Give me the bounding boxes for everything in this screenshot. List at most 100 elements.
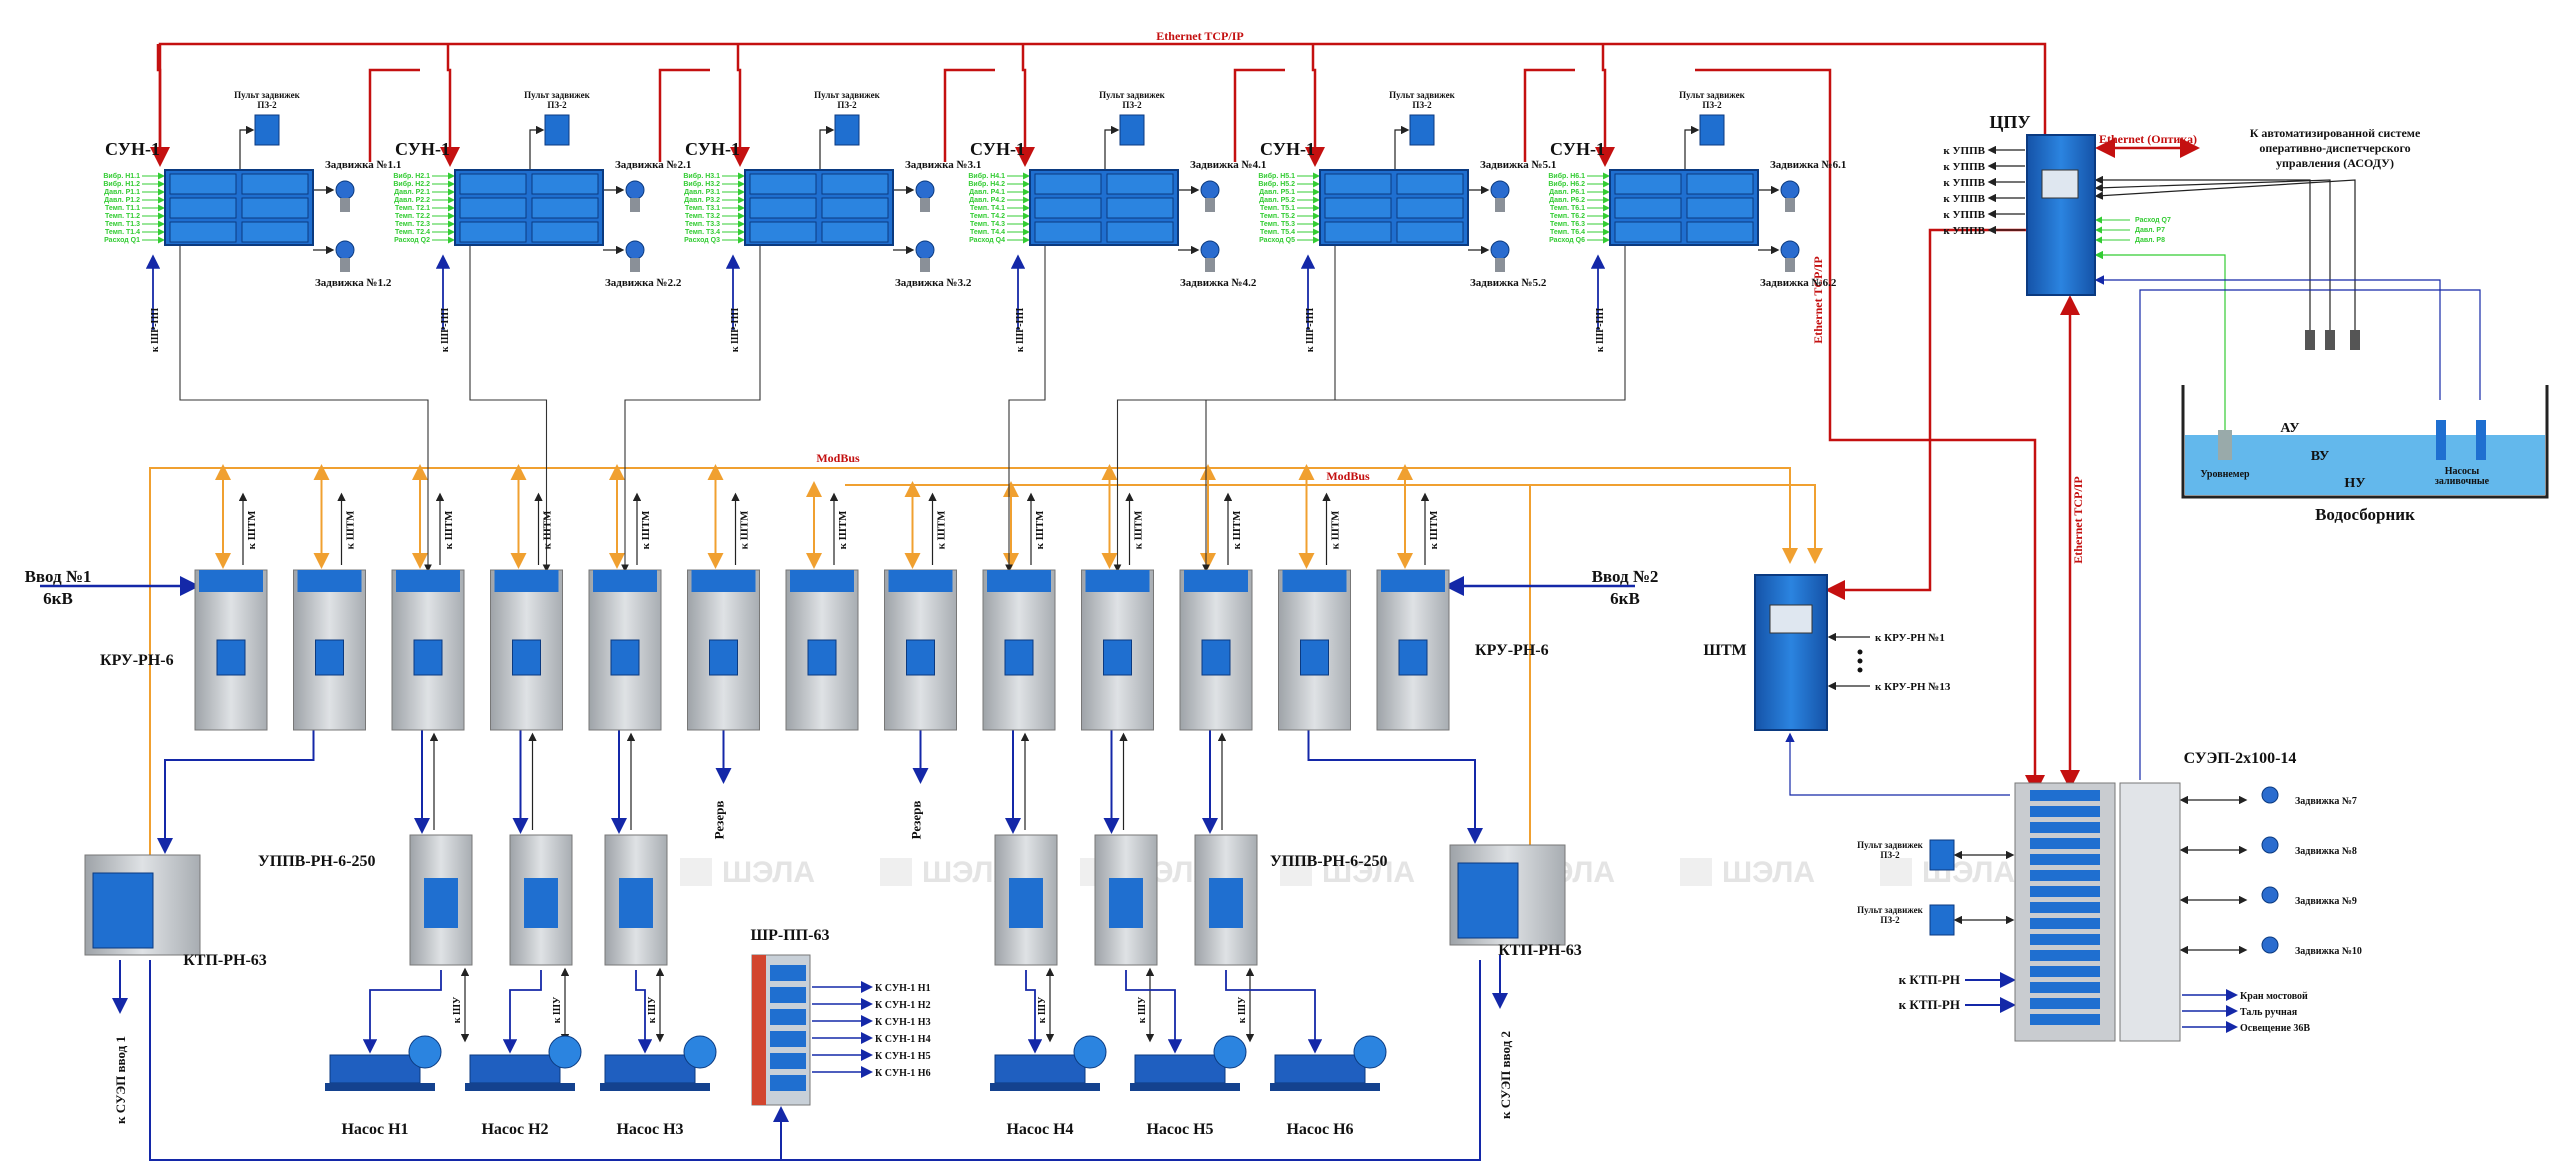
valve-body bbox=[1495, 258, 1505, 272]
remote-link bbox=[239, 125, 255, 170]
valve-bottom-label-6: Задвижка №6.2 bbox=[1760, 277, 1837, 289]
uppv-pump-power-4 bbox=[1025, 970, 1043, 1054]
suep-module bbox=[2030, 934, 2100, 945]
valve-bottom-label-2: Задвижка №2.2 bbox=[605, 277, 682, 289]
kru-cabinet-10 bbox=[1081, 569, 1154, 731]
sun-module bbox=[169, 173, 237, 195]
pump-label-6: Насос Н6 bbox=[1286, 1121, 1353, 1138]
sun-module bbox=[1324, 173, 1392, 195]
suep-remote-label-1: Пульт задвижек bbox=[1857, 840, 1924, 850]
cpu-suep-wire bbox=[2139, 289, 2481, 780]
sun-cabinet-1 bbox=[164, 114, 314, 246]
valve-1-2 bbox=[335, 240, 355, 272]
modbus-label-2: ModBus bbox=[1326, 469, 1370, 483]
watermark-logo-6 bbox=[1680, 858, 1712, 886]
kru-panel bbox=[593, 570, 657, 592]
ethernet-right-label: Ethernet TCP/IP bbox=[2071, 476, 2085, 563]
sun-module bbox=[1106, 173, 1174, 195]
suep-module bbox=[2030, 870, 2100, 881]
shtm-dots-2 bbox=[1857, 658, 1863, 664]
valve-body bbox=[1785, 258, 1795, 272]
kru-to-shtm-6: к ШТМ bbox=[739, 510, 751, 549]
equipment-layer bbox=[84, 114, 2549, 1106]
cpu-to-uppv-3: к УППВ bbox=[1943, 177, 1985, 189]
pump-motor bbox=[994, 1054, 1086, 1084]
pump-base bbox=[1270, 1083, 1380, 1091]
sun-signal-6-3: Давл. Р6.1 bbox=[1549, 189, 1585, 196]
kru-cabinet-4 bbox=[490, 569, 563, 731]
ktp-panel bbox=[1457, 862, 1519, 939]
valve-6-1 bbox=[1780, 180, 1800, 212]
sun-signal-5-5: Темп. Т5.1 bbox=[1260, 205, 1295, 212]
uppv-panel bbox=[524, 878, 558, 928]
valve-actuator bbox=[625, 180, 645, 200]
valve-5-1 bbox=[1490, 180, 1510, 212]
watermark-logo-7 bbox=[1880, 858, 1912, 886]
kru-to-shtm-5: к ШТМ bbox=[640, 510, 652, 549]
sun-signal-6-4: Давл. Р6.2 bbox=[1549, 197, 1585, 204]
kru-panel bbox=[691, 570, 756, 592]
sun-signal-4-9: Расход Q4 bbox=[969, 237, 1005, 244]
kru-panel bbox=[494, 570, 559, 592]
valve-actuator bbox=[335, 180, 355, 200]
sun-signal-4-4: Давл. Р4.2 bbox=[969, 197, 1005, 204]
pump-motor bbox=[1134, 1054, 1226, 1084]
cpu-shtm-link bbox=[1825, 228, 2035, 600]
pump-volute bbox=[1213, 1035, 1247, 1069]
sun-signal-3-3: Давл. Р3.1 bbox=[684, 189, 720, 196]
ethernet-drop-2 bbox=[440, 44, 460, 167]
cpu-signal-3: Давл. Р8 bbox=[2135, 237, 2165, 244]
suep-module bbox=[2030, 886, 2100, 897]
sun-to-shr-label-6: к ШР-ПП bbox=[1595, 308, 1606, 352]
sun-signal-6-5: Темп. Т6.1 bbox=[1550, 205, 1585, 212]
suep-cabinet bbox=[1929, 782, 2279, 1042]
uppv-cabinet-1 bbox=[409, 834, 473, 966]
kru-cabinet-1 bbox=[194, 569, 268, 731]
suep-to-ktp-1: к КТП-РН bbox=[1899, 972, 1960, 987]
valve-body bbox=[920, 198, 930, 212]
ethernet-drop-1 bbox=[150, 44, 170, 167]
uppv-cabinet-3 bbox=[604, 834, 668, 966]
sun-signal-2-2: Вибр. Н2.2 bbox=[393, 180, 430, 188]
kru-door bbox=[1103, 639, 1132, 676]
ethernet-loop-6 bbox=[1523, 68, 1575, 162]
kru-to-shtm-10: к ШТМ bbox=[1133, 510, 1145, 549]
suep-module bbox=[2030, 998, 2100, 1009]
sun-remote-code-1: ПЗ-2 bbox=[257, 100, 277, 110]
kru-door bbox=[315, 639, 344, 676]
ktp2-to-suep-label: к СУЭП ввод 2 bbox=[1498, 1031, 1513, 1119]
cpu-priming-wire bbox=[2094, 275, 2441, 400]
pump-label-5: Насос Н5 bbox=[1146, 1121, 1213, 1138]
sun-remote-code-3: ПЗ-2 bbox=[837, 100, 857, 110]
input2-voltage: 6кВ bbox=[1610, 589, 1640, 608]
reservoir-walls bbox=[2181, 385, 2549, 499]
ktp1-to-suep-label: к СУЭП ввод 1 bbox=[113, 1036, 128, 1124]
valve-actuator bbox=[1200, 180, 1220, 200]
priming-pump-2 bbox=[2476, 420, 2486, 460]
sun-signal-5-4: Давл. Р5.2 bbox=[1259, 197, 1295, 204]
suep-load-label-1: Кран мостовой bbox=[2240, 991, 2308, 1002]
sun-signal-2-6: Темп. Т2.2 bbox=[395, 213, 430, 220]
suep-module bbox=[2030, 790, 2100, 801]
sun-signal-5-1: Вибр. Н5.1 bbox=[1258, 172, 1295, 180]
sun-signal-2-7: Темп. Т2.3 bbox=[395, 221, 430, 228]
kru-panel bbox=[987, 570, 1051, 592]
sun-remote-label-3: Пульт задвижек bbox=[814, 90, 881, 100]
remote-panel bbox=[544, 114, 570, 146]
uppv-to-shu-label-3: к ШУ bbox=[647, 996, 658, 1023]
sun-module bbox=[1034, 221, 1102, 243]
pump-motor bbox=[1274, 1054, 1366, 1084]
valve-body bbox=[1205, 198, 1215, 212]
shtm-suep-link bbox=[1785, 732, 2010, 796]
pump-volute bbox=[1353, 1035, 1387, 1069]
sun-signal-6-9: Расход Q6 bbox=[1549, 237, 1585, 244]
valve-actuator bbox=[1200, 240, 1220, 260]
uppv-panel bbox=[1009, 878, 1043, 928]
ethernet-drop-4 bbox=[1015, 44, 1035, 167]
kru-panel bbox=[199, 570, 263, 592]
shr-output-6: К СУН-1 Н6 bbox=[875, 1068, 931, 1079]
kru-to-shtm-13: к ШТМ bbox=[1428, 510, 1440, 549]
shr-output-3: К СУН-1 Н3 bbox=[875, 1017, 931, 1028]
sun-title-2: СУН-1 bbox=[395, 139, 450, 159]
sun-signal-5-8: Темп. Т5.4 bbox=[1260, 229, 1295, 236]
